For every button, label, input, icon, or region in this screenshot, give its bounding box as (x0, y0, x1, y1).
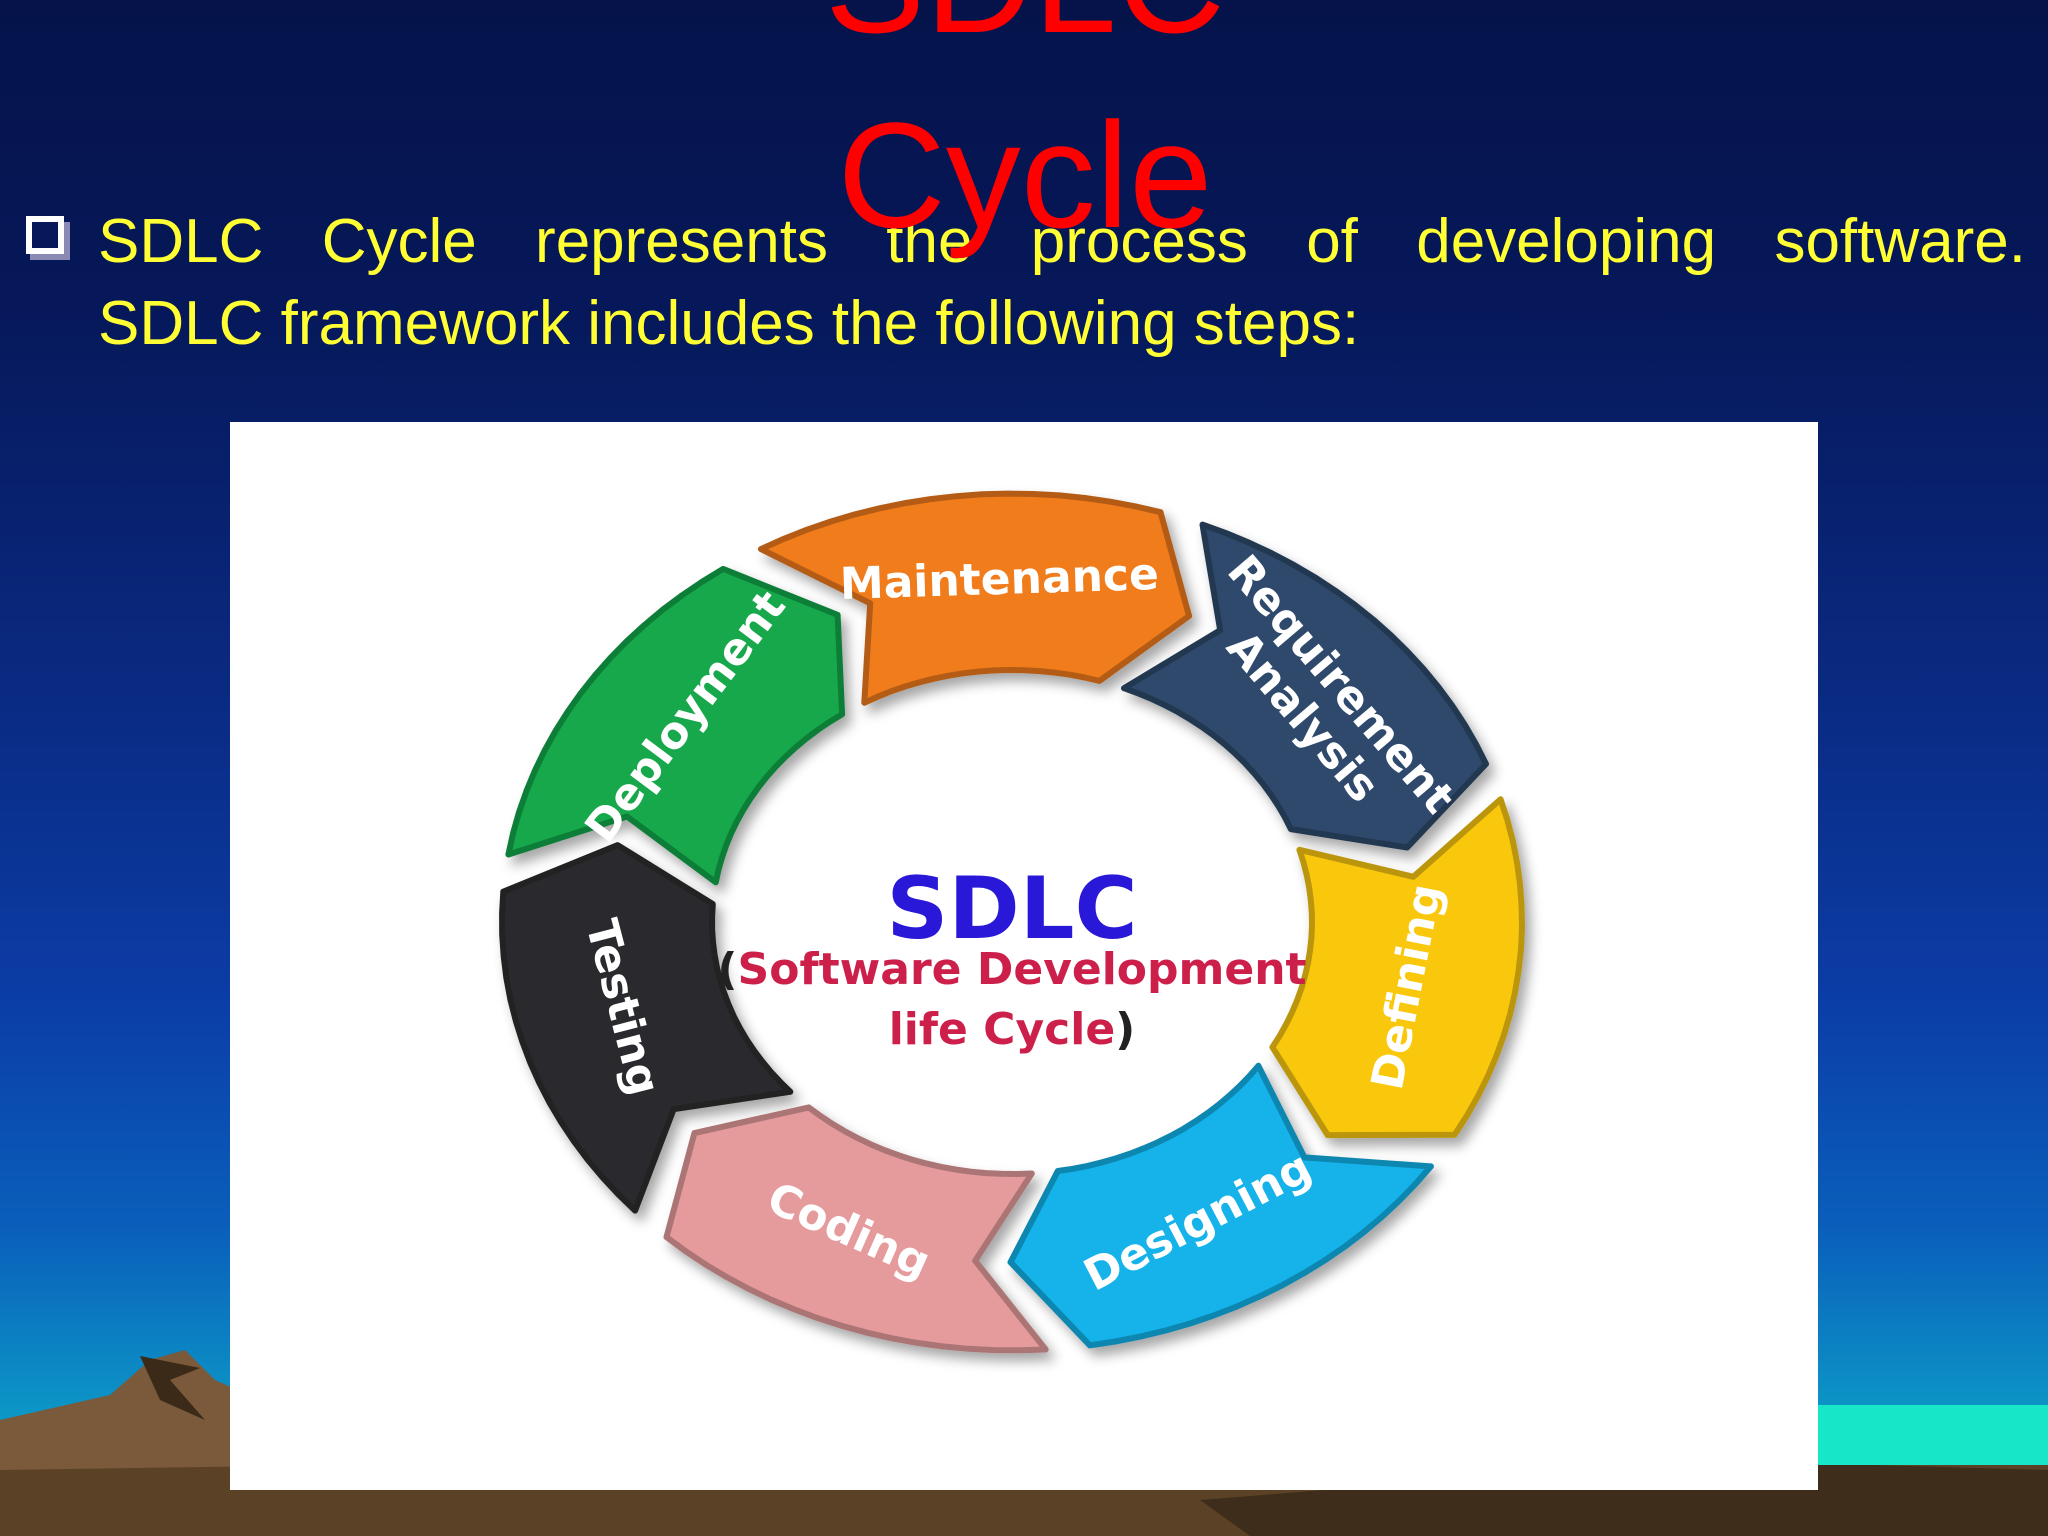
segment-label-maintenance: Maintenance (839, 549, 1159, 610)
center-paren-close: ) (1115, 1004, 1135, 1055)
segment-coding (663, 1104, 1049, 1354)
segment-designing (1007, 1062, 1434, 1349)
segment-requirement-analysis (1121, 521, 1489, 851)
center-paren-open: ( (717, 944, 737, 995)
segment-deployment (505, 565, 846, 886)
mountain-ridge (140, 1356, 205, 1420)
center-subtitle-text2: life Cycle (889, 1004, 1115, 1055)
cycle-segments (499, 490, 1525, 1354)
center-subtitle-line1: (Software Development (717, 944, 1306, 995)
segment-testing (499, 842, 794, 1214)
center-subtitle-line2: life Cycle) (889, 1004, 1136, 1055)
hollow-square-bullet-icon (26, 216, 70, 260)
body-text-line1: SDLC Cycle represents the process of dev… (98, 207, 2026, 276)
ground-shade (1200, 1460, 2048, 1536)
center-title: SDLC (886, 859, 1137, 959)
segment-defining (1269, 796, 1525, 1139)
body-text-line2: SDLC framework includes the following st… (98, 289, 1360, 358)
center-subtitle-text1: Software Development (738, 944, 1307, 995)
slide-title-line1: SDLC (700, 0, 1350, 55)
slide-title-line2: Cycle (837, 91, 1213, 259)
segment-maintenance (757, 490, 1193, 706)
